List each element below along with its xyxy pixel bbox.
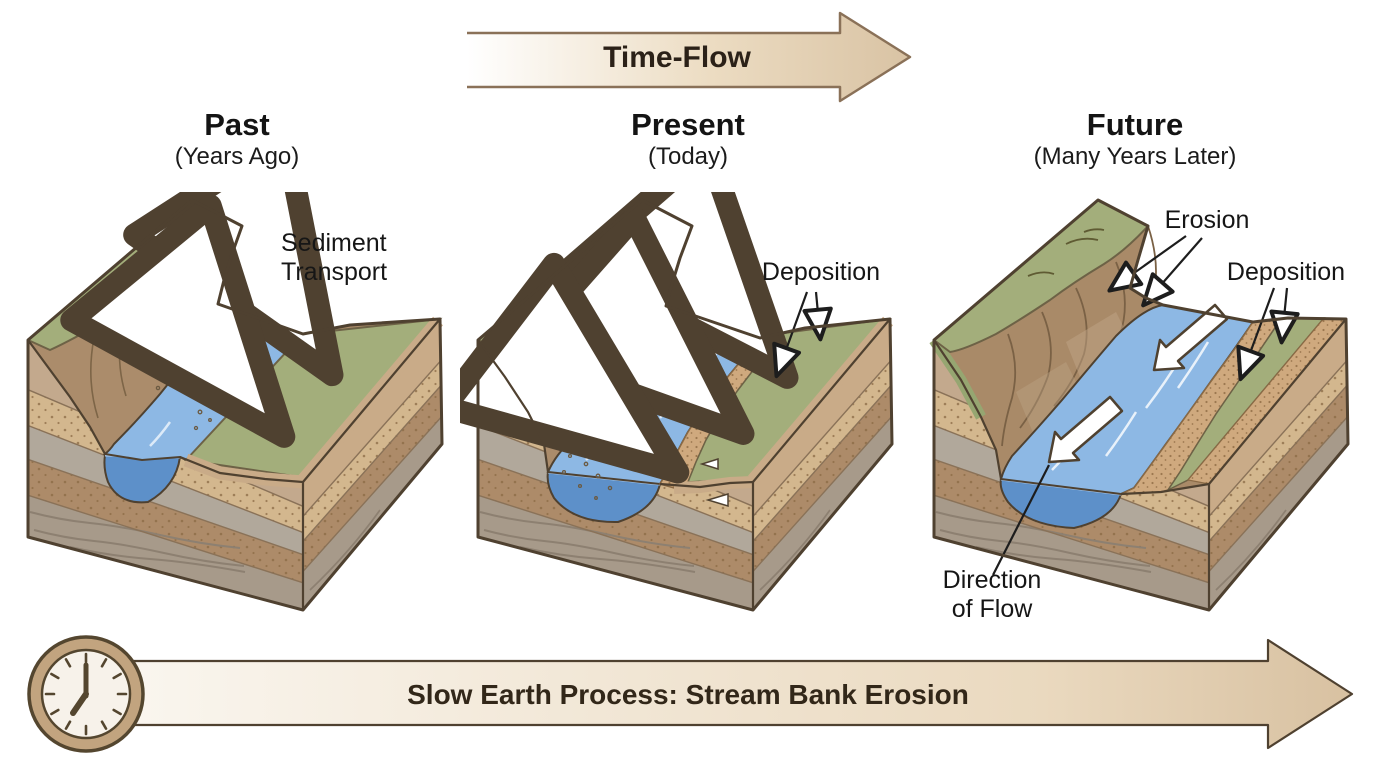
illustration-present (460, 192, 894, 612)
top-right-edge (302, 318, 441, 483)
stream-cross-section (546, 470, 662, 524)
sediment-layer-arrow (699, 457, 719, 471)
deposition-label-future: Deposition (1226, 258, 1346, 286)
sediment-transport-label: Sediment Transport (281, 229, 388, 286)
illustration-future (929, 198, 1350, 612)
present-title: Present (631, 107, 745, 142)
soil-layers-right (303, 319, 442, 610)
front-edge-left (477, 339, 550, 473)
past-title: Past (204, 107, 270, 142)
sediment-layer-arrow (705, 492, 729, 508)
top-right-edge (752, 318, 891, 483)
front-edge-right (179, 455, 305, 610)
top-right-edge (1208, 318, 1347, 485)
clock-hands (70, 662, 89, 716)
banner-label: Slow Earth Process: Stream Bank Erosion (407, 679, 969, 710)
erosion-pointer-arrows (1107, 235, 1203, 308)
future-subtitle: (Many Years Later) (1033, 143, 1237, 170)
column-header-past: Past (Years Ago) (112, 108, 362, 172)
time-flow-arrow: Time-Flow (467, 11, 912, 103)
time-flow-arrow-shape (467, 11, 912, 103)
time-flow-label: Time-Flow (603, 41, 751, 74)
flow-direction-arrows (1047, 303, 1229, 464)
front-edge-right (659, 480, 755, 610)
block-outline (932, 198, 1350, 612)
sediment-transport-arrows (60, 192, 344, 448)
deposition-pointer-arrows (1236, 287, 1300, 382)
direction-of-flow-label: Direction of Flow (942, 566, 1042, 623)
past-subtitle: (Years Ago) (174, 143, 300, 170)
soil-layers-right (753, 319, 892, 610)
deposition-label-present: Deposition (761, 258, 881, 286)
grass-top-left (933, 199, 1149, 353)
erosion-label-future: Erosion (1164, 206, 1250, 234)
front-edge-right (1120, 482, 1211, 610)
future-title: Future (1086, 107, 1184, 142)
front-edge-left (27, 339, 106, 455)
sediment-transport-arrows (460, 192, 799, 484)
bank-highlight (1016, 362, 1086, 440)
present-subtitle: (Today) (647, 143, 729, 170)
clock-icon (27, 635, 145, 753)
soil-layers-right (1209, 319, 1348, 610)
edge-sand-dots (1188, 318, 1346, 484)
bank-highlight (1066, 312, 1136, 392)
column-header-present: Present (Today) (563, 108, 813, 172)
grass-squiggles (1027, 228, 1105, 277)
illustration-past (26, 192, 444, 612)
clock-ticks (44, 652, 128, 736)
stream-cross-section (103, 453, 182, 504)
timeline-arrow-shape (116, 638, 1354, 750)
bottom-timeline-banner: Slow Earth Process: Stream Bank Erosion (27, 635, 1354, 753)
column-header-future: Future (Many Years Later) (985, 108, 1285, 172)
front-edge-left (933, 339, 1003, 480)
